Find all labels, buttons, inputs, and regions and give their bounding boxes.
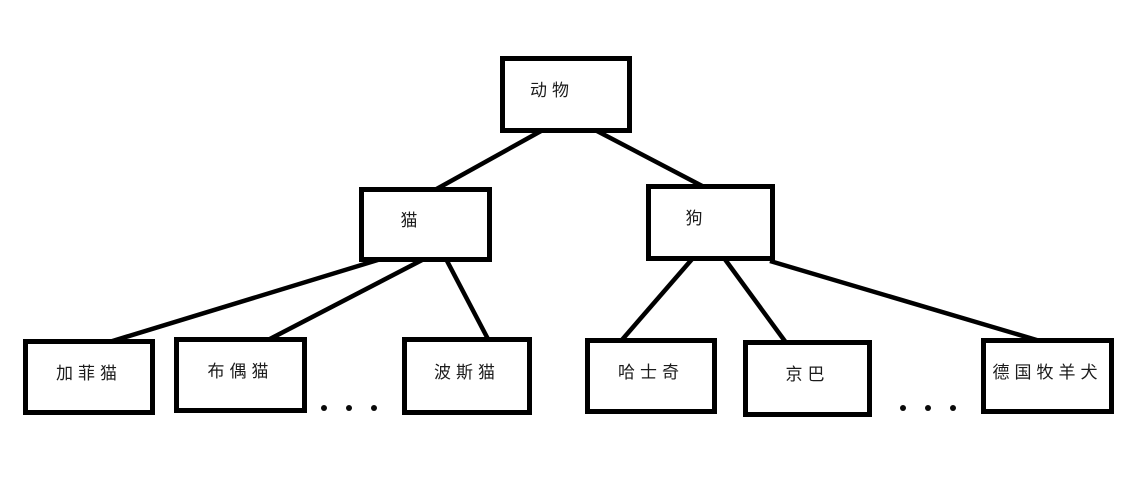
edge-cat-garfield: [105, 256, 382, 346]
tree-node-dog: 狗: [646, 184, 775, 261]
ellipsis-dot: [900, 405, 906, 411]
edge-dog-german_shepherd: [769, 258, 1041, 344]
edge-cat-ragdoll: [264, 257, 426, 343]
tree-node-animal: 动物: [500, 56, 632, 133]
ellipsis-dot: [925, 405, 931, 411]
tree-node-ragdoll-cat: 布偶猫: [174, 337, 307, 413]
tree-node-persian-cat-label: 波斯猫: [434, 362, 500, 382]
ellipsis-dot: [321, 405, 327, 411]
edge-dog-husky: [619, 256, 695, 343]
ellipsis-dot: [950, 405, 956, 411]
ellipsis-dots-dog-breeds: [900, 405, 956, 411]
tree-node-cat: 猫: [359, 187, 492, 262]
tree-node-german-shepherd: 德国牧羊犬: [981, 338, 1114, 414]
ellipsis-dot: [371, 405, 377, 411]
tree-node-ragdoll-cat-label: 布偶猫: [207, 361, 274, 381]
tree-node-german-shepherd-label: 德国牧羊犬: [992, 362, 1103, 382]
edge-cat-persian: [444, 257, 491, 343]
tree-node-dog-label: 狗: [685, 209, 708, 228]
ellipsis-dot: [346, 405, 352, 411]
tree-node-animal-label: 动物: [530, 81, 574, 100]
ellipsis-dots-cat-breeds: [321, 405, 377, 411]
tree-node-garfield-cat-label: 加菲猫: [56, 363, 122, 383]
tree-node-husky: 哈士奇: [585, 338, 717, 414]
tree-node-garfield-cat: 加菲猫: [23, 339, 155, 415]
tree-node-persian-cat: 波斯猫: [402, 337, 532, 415]
tree-node-cat-label: 猫: [400, 211, 423, 230]
tree-node-husky-label: 哈士奇: [618, 362, 684, 382]
tree-node-pekingese: 京巴: [743, 340, 872, 417]
edge-animal-dog: [595, 129, 708, 190]
edge-dog-pekingese: [722, 256, 789, 346]
tree-node-pekingese-label: 京巴: [785, 365, 830, 384]
edge-animal-cat: [431, 129, 543, 193]
